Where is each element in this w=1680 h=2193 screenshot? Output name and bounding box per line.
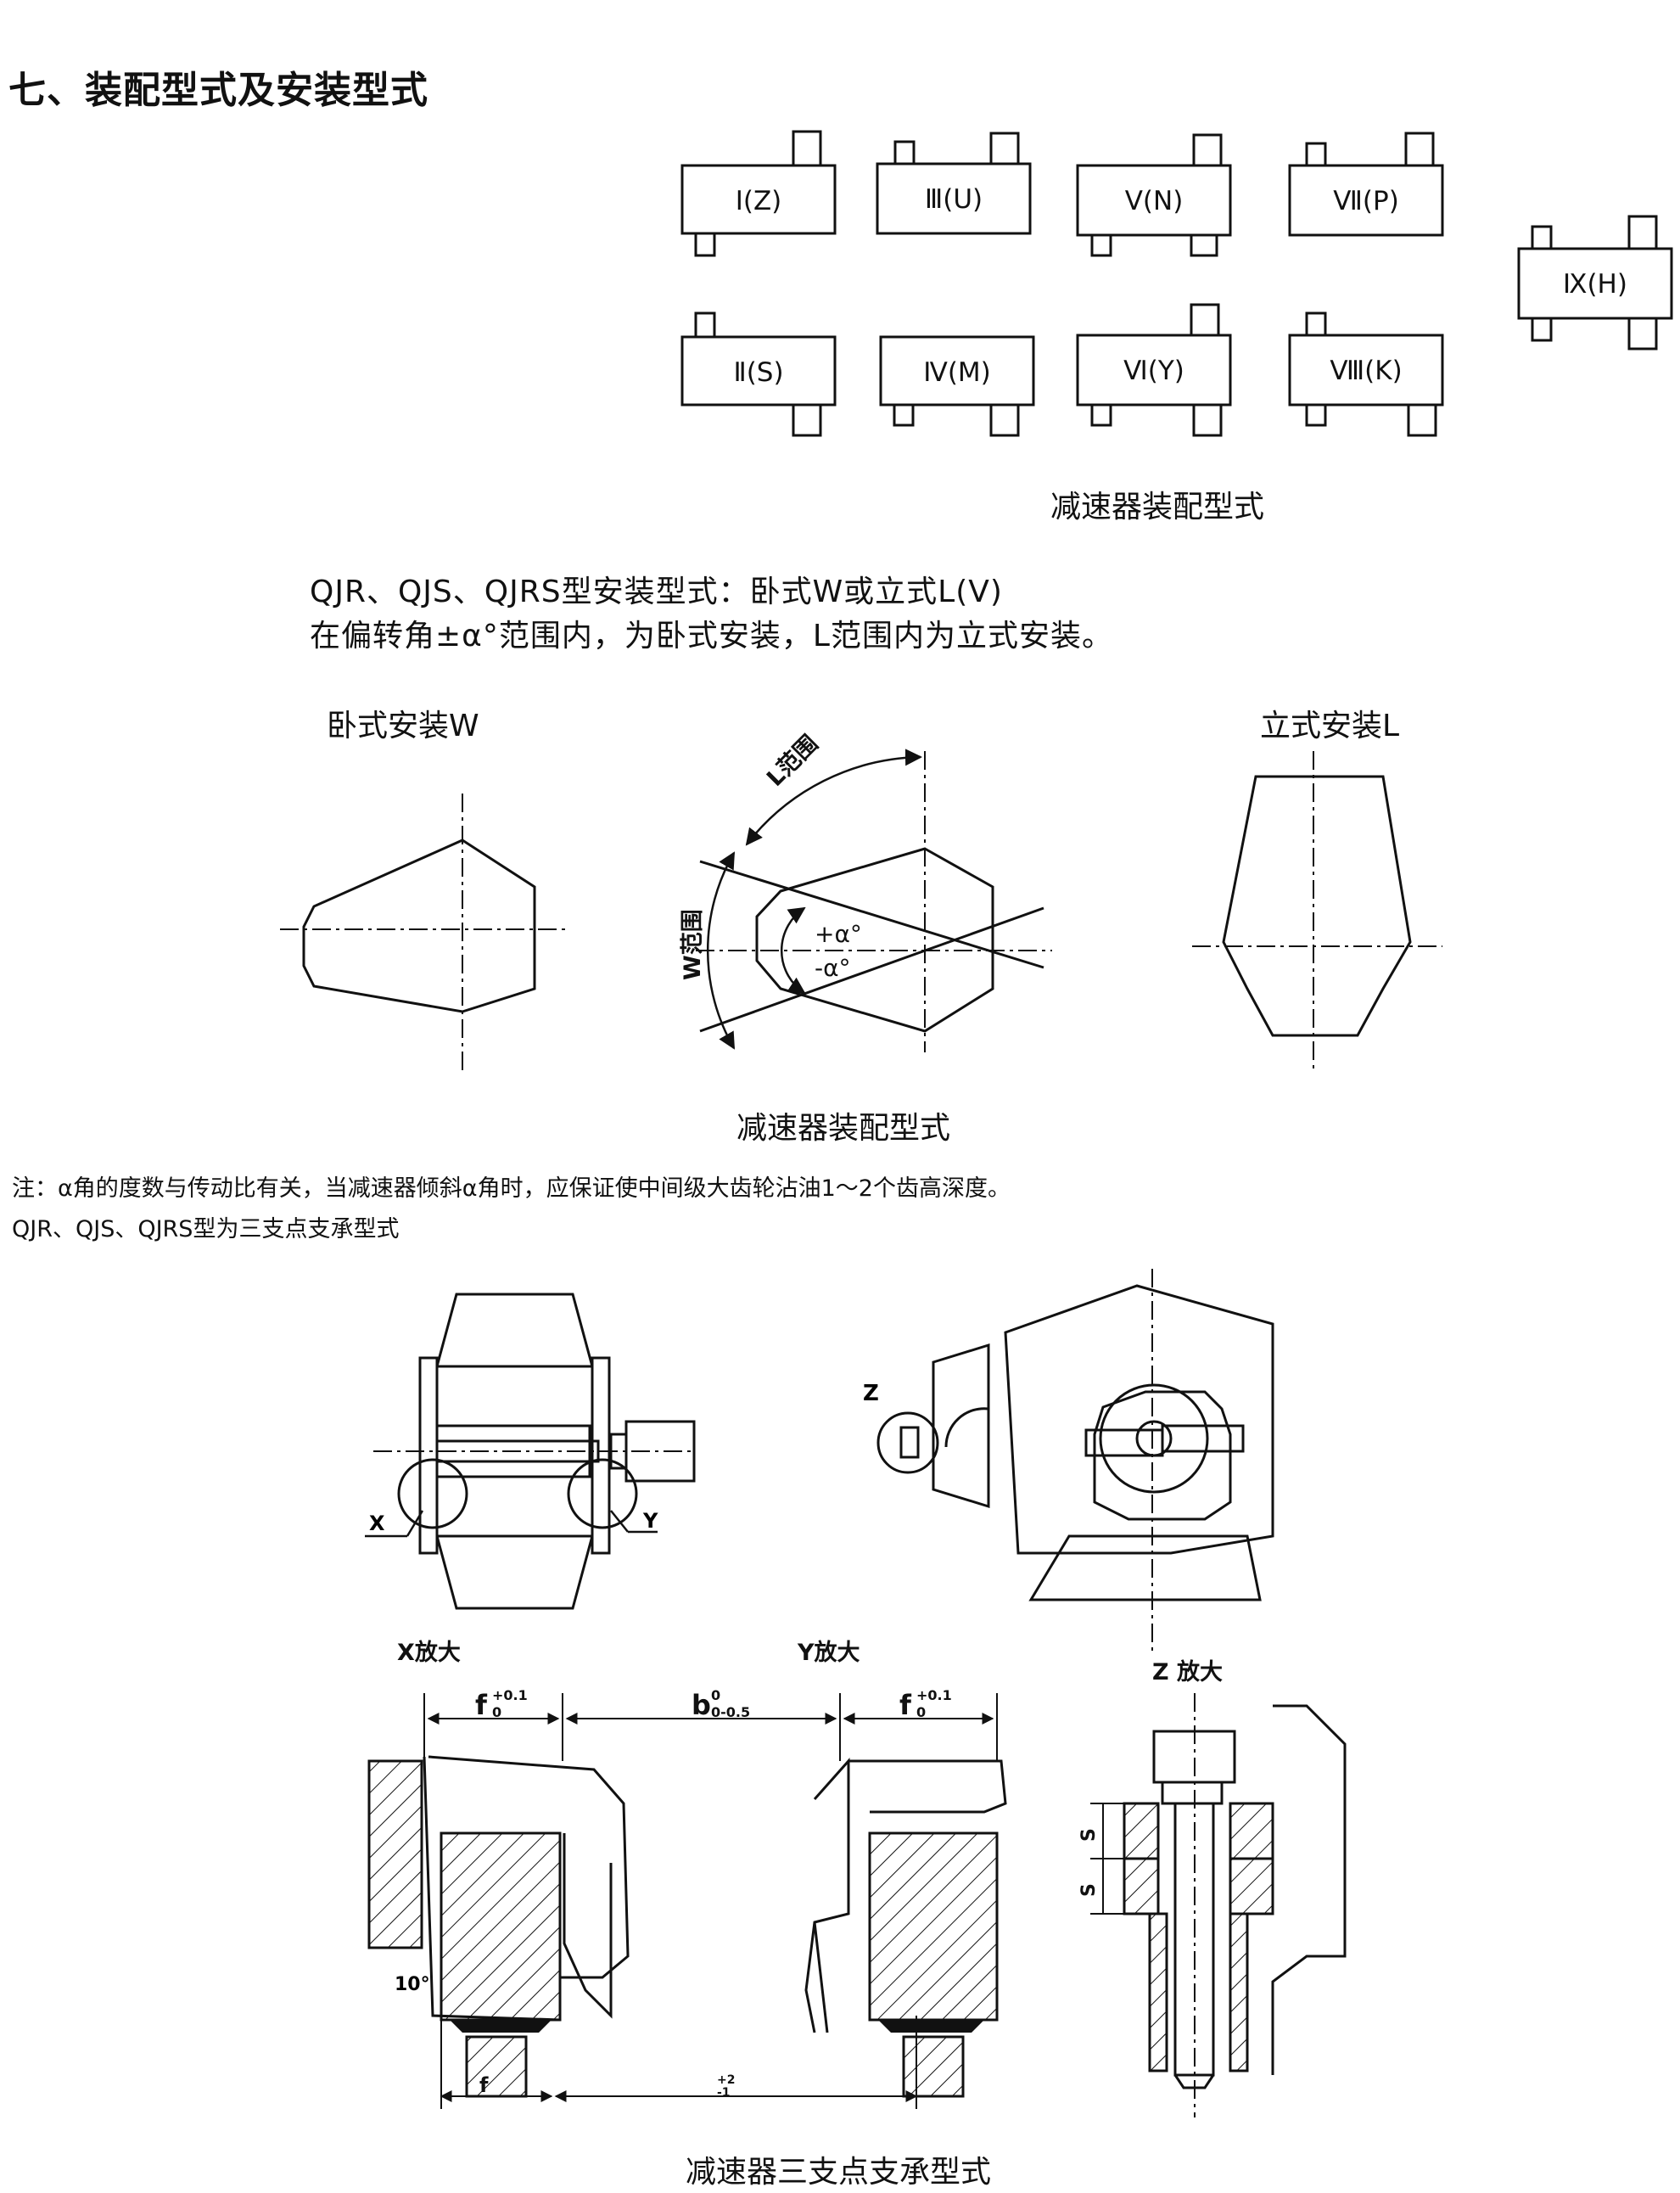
assembly-label-4: Ⅳ(M) (923, 357, 991, 388)
bottom-tol-top: +2 (717, 2073, 735, 2087)
l-range-label: L范围 (762, 731, 823, 792)
f-tol-sup-right: +0.1 (916, 1687, 952, 1703)
assembly-label-5: Ⅴ(N) (1125, 186, 1184, 216)
z-enlarge-label: Z 放大 (1152, 1659, 1223, 1685)
vertical-install-label: 立式安装L (1260, 709, 1400, 743)
assembly-label-3: Ⅲ(U) (925, 184, 983, 215)
support-caption: 减速器三支点支承型式 (686, 2155, 992, 2190)
assembly-label-2: Ⅱ(S) (733, 357, 783, 388)
support-detail-view: 10° S S f +0.1 0 b 0 0-0.5 (367, 1687, 1347, 2117)
plus-alpha-label: +α° (815, 920, 862, 948)
assembly-caption: 减速器装配型式 (1050, 490, 1265, 524)
note-1: 注：α角的度数与传动比有关，当减速器倾斜α角时，应保证使中间级大齿轮沾油1～2个… (12, 1175, 1011, 1202)
bottom-tol-bottom: -1 (717, 2086, 731, 2100)
horizontal-install-label: 卧式安装W (327, 709, 479, 743)
f-dim-left: f (475, 1689, 488, 1721)
w-range-label: W范围 (680, 909, 706, 980)
install-line-2: 在偏转角±α°范围内，为卧式安装，L范围内为立式安装。 (310, 619, 1113, 653)
y-enlarge-label: Y放大 (798, 1640, 860, 1666)
horizontal-install-shape (302, 838, 536, 1013)
assembly-label-7: Ⅶ(P) (1333, 186, 1399, 216)
bottom-f-label: f (479, 2073, 489, 2097)
install-diagram: L范围 W范围 +α° -α° (280, 731, 1442, 1074)
y-marker-label: Y (642, 1509, 658, 1533)
note-2: QJR、QJS、QJRS型为三支点支承型式 (12, 1216, 400, 1242)
assembly-label-6: Ⅵ(Y) (1123, 356, 1184, 386)
install-caption: 减速器装配型式 (736, 1111, 951, 1146)
f-tol-sub-right: 0 (916, 1704, 926, 1720)
x-enlarge-label: X放大 (397, 1640, 461, 1666)
z-marker-label: Z (863, 1381, 879, 1406)
angle-10-label: 10° (395, 1974, 430, 1995)
f-dim-right: f (899, 1689, 912, 1721)
assembly-label-9: Ⅸ(H) (1563, 269, 1627, 300)
f-tol-sub-left: 0 (492, 1704, 501, 1720)
b-dim: b (692, 1689, 711, 1721)
assembly-label-1: Ⅰ(Z) (736, 186, 782, 216)
install-line-1: QJR、QJS、QJRS型安装型式：卧式W或立式L(V) (310, 575, 1003, 609)
support-front-view: Z (863, 1269, 1274, 1655)
assembly-types-diagram: Ⅰ(Z) Ⅲ(U) Ⅴ(N) Ⅶ(P) Ⅱ(S) Ⅳ(M) Ⅵ(Y) Ⅷ(K) … (680, 130, 1673, 437)
x-marker-label: X (369, 1512, 385, 1535)
section-title: 七、装配型式及安装型式 (8, 69, 428, 112)
s-label-top: S (1078, 1828, 1100, 1842)
horizontal-frustum-outline (302, 838, 536, 1013)
assembly-label-8: Ⅷ(K) (1330, 356, 1402, 386)
b-tol-sup: 0 (711, 1687, 720, 1703)
b-tol-sub: 0-0.5 (711, 1704, 750, 1720)
minus-alpha-label: -α° (815, 954, 851, 982)
f-tol-sup-left: +0.1 (492, 1687, 528, 1703)
support-side-view: X Y (365, 1293, 696, 1610)
s-label-bottom: S (1078, 1883, 1100, 1897)
